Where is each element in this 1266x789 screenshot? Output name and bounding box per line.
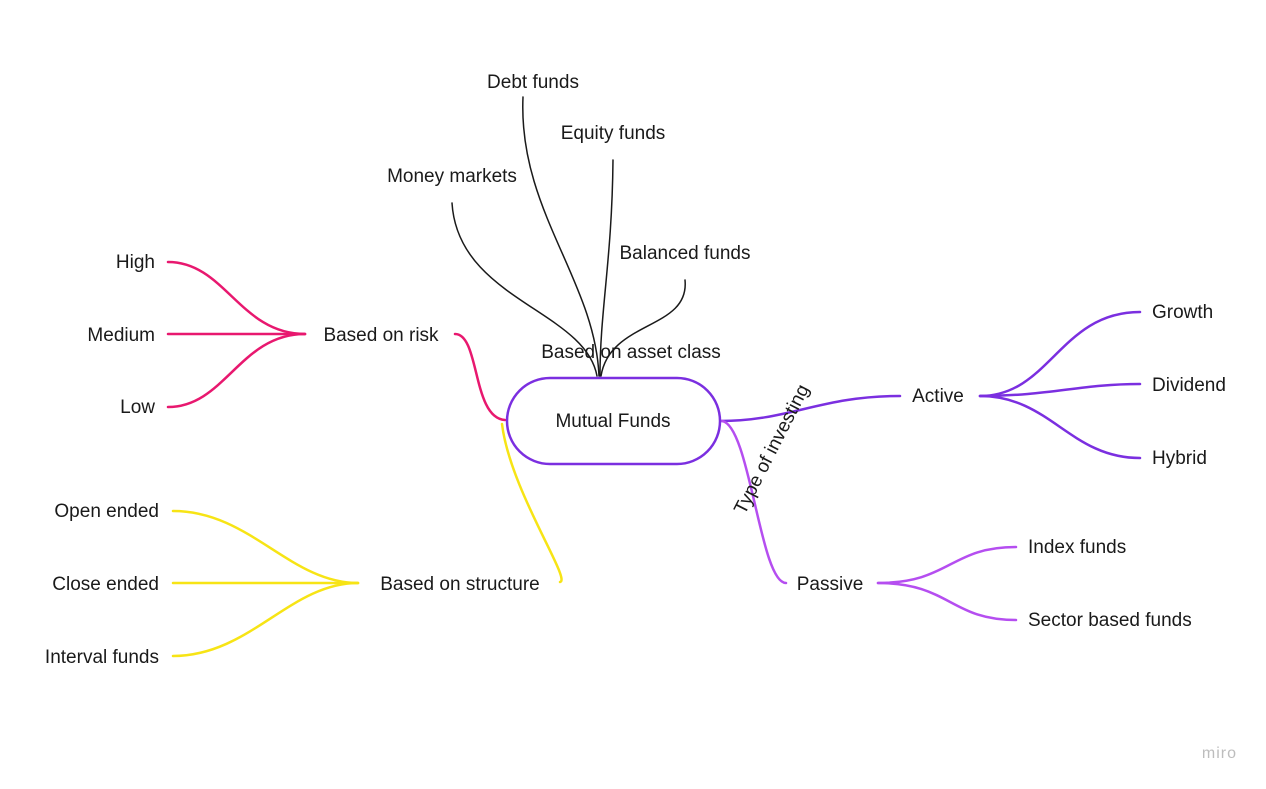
node-money-markets[interactable]: Money markets <box>387 166 517 187</box>
connector-interval-funds <box>171 581 360 658</box>
connector-debt-funds <box>522 96 600 377</box>
asset-class-connectors <box>451 96 686 377</box>
root-node[interactable]: Mutual Funds <box>505 376 722 466</box>
connector-balanced-funds <box>600 279 686 377</box>
node-index-funds[interactable]: Index funds <box>1028 537 1126 558</box>
connector-open-ended <box>171 509 360 585</box>
risk-connectors <box>166 260 507 422</box>
node-debt-funds[interactable]: Debt funds <box>487 72 579 93</box>
node-dividend[interactable]: Dividend <box>1152 375 1226 396</box>
root-node-outline <box>505 376 722 466</box>
node-interval-funds[interactable]: Interval funds <box>45 647 159 668</box>
connector-equity-funds <box>599 159 614 377</box>
connector-hybrid <box>978 394 1142 460</box>
connector-structure-root <box>500 422 563 584</box>
node-medium[interactable]: Medium <box>87 325 155 346</box>
node-sector-based-funds[interactable]: Sector based funds <box>1028 610 1192 631</box>
connector-sector-based-funds <box>876 581 1018 622</box>
branch-label-investing[interactable]: Type of investing <box>730 381 813 518</box>
connector-growth <box>978 310 1142 398</box>
passive-connectors <box>720 419 1018 622</box>
miro-logo: miro <box>1201 745 1237 762</box>
node-equity-funds[interactable]: Equity funds <box>561 123 666 144</box>
node-balanced-funds[interactable]: Balanced funds <box>620 243 751 264</box>
node-low[interactable]: Low <box>120 397 155 418</box>
branch-label-structure[interactable]: Based on structure <box>380 574 539 595</box>
node-close-ended[interactable]: Close ended <box>52 574 159 595</box>
connector-low <box>166 332 307 409</box>
connector-dividend <box>978 382 1142 398</box>
connector-high <box>166 260 307 336</box>
active-connectors <box>718 310 1142 460</box>
root-node-label: Mutual Funds <box>555 411 670 432</box>
connector-money-markets <box>451 202 598 377</box>
connector-active-root <box>718 394 902 423</box>
node-open-ended[interactable]: Open ended <box>54 501 159 522</box>
connector-passive-root <box>720 419 788 585</box>
node-growth[interactable]: Growth <box>1152 302 1213 323</box>
node-hybrid[interactable]: Hybrid <box>1152 448 1207 469</box>
node-active[interactable]: Active <box>912 386 964 407</box>
connector-risk-root <box>453 332 507 422</box>
structure-connectors <box>171 422 563 658</box>
branch-label-asset-class[interactable]: Based on asset class <box>541 342 721 363</box>
connector-index-funds <box>876 545 1018 585</box>
node-high[interactable]: High <box>116 252 155 273</box>
branch-label-risk[interactable]: Based on risk <box>323 325 439 346</box>
node-passive[interactable]: Passive <box>797 574 864 595</box>
